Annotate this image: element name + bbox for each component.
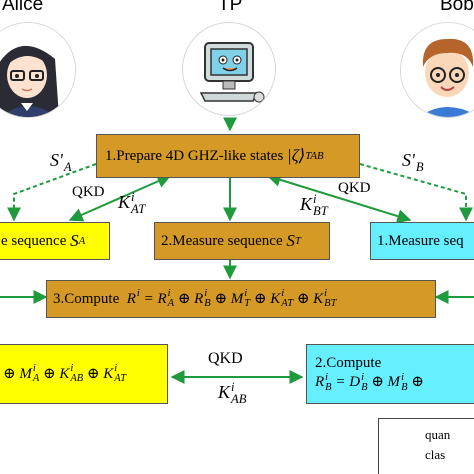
qkd-alice-tp-arrow [68,174,172,222]
bob-avatar [400,22,474,118]
legend-classical-label: clas [425,447,446,462]
legend-quantum-label: quan [425,427,451,442]
bob-avatar-icon [401,23,474,117]
qkd-bottom-label: QKD [208,350,243,367]
legend: quan clas [378,418,474,474]
alice-label: Alice [2,0,44,15]
alice-measure-sub: A [78,235,86,247]
alice-measure-var: S [70,231,79,250]
bob-label: Bob [440,0,474,15]
bob-measure-box: 1.Measure seq [370,222,474,260]
qkd-bob-tp-arrow [266,173,412,223]
compute3-label: 3.Compute [53,290,120,307]
alice-measure-label: e sequence [1,232,67,249]
bob-compute-label: 2.Compute [315,355,382,372]
tp-measure-label: 2.Measure sequence [161,232,283,249]
tp-measure-sub: T [294,235,301,247]
alice-avatar [0,22,76,118]
s-b-label: S' B [402,150,424,174]
tp-label: TP [218,0,243,15]
tp-avatar [182,22,276,116]
qkd-right-label: QKD [338,180,371,196]
prepare-label: 1.Prepare 4D GHZ-like states [105,147,284,164]
prepare-state-sub: TAB [305,150,324,162]
s-a-label: S' A [50,150,72,174]
computer-icon [199,42,265,103]
tp-measure-var: S [286,231,295,250]
quantum-channel-alice [7,163,97,222]
prepare-state: |ζ⟩ [287,146,306,165]
prepare-states-box: 1.Prepare 4D GHZ-like states |ζ⟩TAB [96,134,360,178]
qkd-left-label: QKD [72,184,105,200]
alice-avatar-icon [0,23,75,117]
bob-measure-label: 1.Measure seq [377,232,464,249]
